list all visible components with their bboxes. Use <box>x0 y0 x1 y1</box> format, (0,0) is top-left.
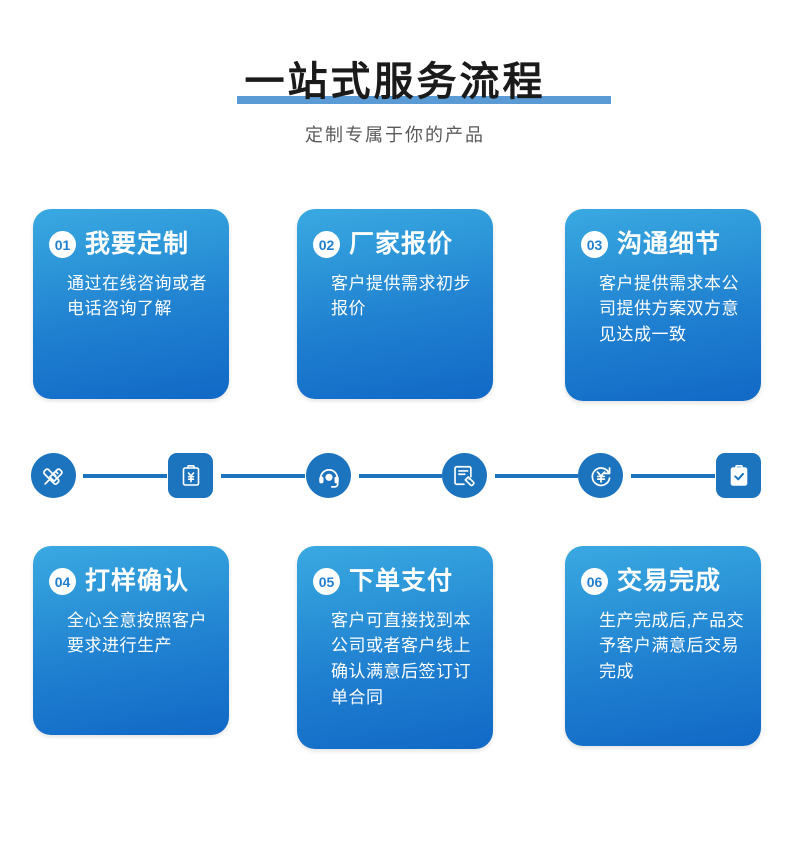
step-body-04: 全心全意按照客户要求进行生产 <box>67 610 207 656</box>
document-tag-sign-icon[interactable] <box>442 453 487 498</box>
step-body-02: 客户提供需求初步报价 <box>331 273 471 319</box>
step-card-04-head: 04 打样确认 <box>49 567 213 596</box>
flow-connector-5 <box>631 474 715 478</box>
step-number-badge-05: 05 <box>313 568 340 596</box>
flow-connector-2 <box>221 474 305 478</box>
step-body-03: 客户提供需求本公司提供方案双方意见达成一致 <box>599 273 739 345</box>
step-number-badge-01: 01 <box>49 231 76 259</box>
step-card-03-head: 03 沟通细节 <box>581 230 745 259</box>
flow-icon-strip <box>0 453 790 499</box>
step-body-01: 通过在线咨询或者电话咨询了解 <box>67 273 207 319</box>
yuan-payment-refresh-icon[interactable] <box>578 453 623 498</box>
flow-connector-1 <box>83 474 167 478</box>
title-underline-rule <box>236 95 611 104</box>
step-card-05[interactable]: 05 下单支付 客户可直接找到本公司或者客户线上确认满意后签订订单合同 <box>297 546 493 749</box>
clipboard-check-done-icon[interactable] <box>716 453 761 498</box>
step-title-01: 我要定制 <box>85 230 190 258</box>
step-body-05: 客户可直接找到本公司或者客户线上确认满意后签订订单合同 <box>331 610 471 707</box>
step-title-05: 下单支付 <box>349 567 454 595</box>
step-card-05-head: 05 下单支付 <box>313 567 477 596</box>
step-number-badge-04: 04 <box>49 568 76 596</box>
headset-support-icon[interactable] <box>306 453 351 498</box>
step-title-06: 交易完成 <box>617 567 722 595</box>
page-title: 一站式服务流程 <box>244 60 546 104</box>
step-title-02: 厂家报价 <box>349 230 454 258</box>
step-card-02[interactable]: 02 厂家报价 客户提供需求初步报价 <box>297 209 493 399</box>
step-body-06: 生产完成后,产品交予客户满意后交易完成 <box>599 610 745 682</box>
step-title-03: 沟通细节 <box>617 230 722 258</box>
page-header: 一站式服务流程 定制专属于你的产品 <box>0 58 790 146</box>
step-card-03[interactable]: 03 沟通细节 客户提供需求本公司提供方案双方意见达成一致 <box>565 209 761 401</box>
flow-connector-3 <box>359 474 442 478</box>
page-subtitle: 定制专属于你的产品 <box>305 124 485 145</box>
step-card-02-head: 02 厂家报价 <box>313 230 477 259</box>
step-card-04[interactable]: 04 打样确认 全心全意按照客户要求进行生产 <box>33 546 229 735</box>
flow-connector-4 <box>495 474 578 478</box>
step-number-badge-06: 06 <box>581 568 608 596</box>
design-pen-ruler-icon[interactable] <box>31 453 76 498</box>
step-card-01-head: 01 我要定制 <box>49 230 213 259</box>
step-card-01[interactable]: 01 我要定制 通过在线咨询或者电话咨询了解 <box>33 209 229 399</box>
clipboard-yuan-quote-icon[interactable] <box>168 453 213 498</box>
step-number-badge-03: 03 <box>581 231 608 259</box>
step-title-04: 打样确认 <box>85 567 190 595</box>
step-card-06[interactable]: 06 交易完成 生产完成后,产品交予客户满意后交易完成 <box>565 546 761 746</box>
step-number-badge-02: 02 <box>313 231 340 259</box>
page-title-wrapper: 一站式服务流程 <box>236 58 611 107</box>
step-card-06-head: 06 交易完成 <box>581 567 745 596</box>
